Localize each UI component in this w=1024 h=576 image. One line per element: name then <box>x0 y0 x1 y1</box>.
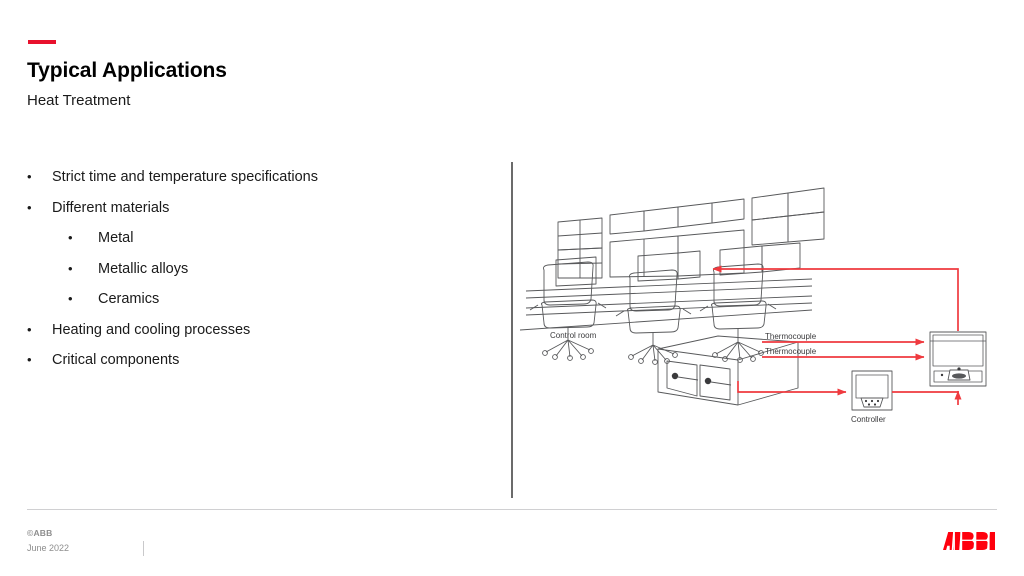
recorder-display <box>929 331 987 387</box>
abb-logo <box>943 530 997 552</box>
list-item-label: Metal <box>98 230 134 246</box>
page-subtitle: Heat Treatment <box>27 92 131 109</box>
bullet-list: • Strict time and temperature specificat… <box>27 162 477 376</box>
bullet-icon: • <box>27 199 32 215</box>
list-item-label: Ceramics <box>98 291 160 307</box>
bullet-icon: • <box>68 230 73 245</box>
control-desk <box>519 278 813 331</box>
bullet-icon: • <box>27 352 32 367</box>
controller-device <box>851 370 893 411</box>
office-chair <box>699 263 777 363</box>
furnace-oven <box>657 335 799 406</box>
video-wall-right <box>751 187 825 246</box>
list-item-label: Different materials <box>52 199 170 216</box>
list-item: • Heating and cooling processes <box>27 315 477 346</box>
video-wall-left <box>557 217 603 279</box>
list-item: • Critical components <box>27 345 477 376</box>
accent-dash <box>28 40 56 44</box>
bullet-icon: • <box>27 321 32 337</box>
signal-path-controller-to-recorder <box>892 391 959 393</box>
page-title: Typical Applications <box>27 59 227 82</box>
list-item-label: Metallic alloys <box>98 260 189 277</box>
list-item-label: Critical components <box>52 352 180 368</box>
office-chair <box>529 261 607 361</box>
footer-date: June 2022 <box>27 543 70 553</box>
label-thermocouple-lower: Thermocouple <box>765 347 817 356</box>
bullet-icon: • <box>68 291 73 306</box>
signal-path-furnace-to-controller <box>737 381 847 396</box>
list-item: • Metal <box>27 223 477 254</box>
footer-tick-mark <box>143 541 144 556</box>
label-controller: Controller <box>851 415 886 424</box>
label-thermocouple-upper: Thermocouple <box>765 332 817 341</box>
label-control-room: Control room <box>550 331 597 340</box>
list-item: • Metallic alloys <box>27 254 477 285</box>
list-item: • Ceramics <box>27 284 477 315</box>
heat-treatment-diagram: Control room Thermocouple Thermocouple C… <box>512 160 1024 460</box>
footer-divider <box>27 509 997 510</box>
list-item-label: Strict time and temperature specificatio… <box>52 169 318 185</box>
list-item: • Strict time and temperature specificat… <box>27 162 477 193</box>
footer-copyright: ©ABB <box>27 528 53 538</box>
list-item-label: Heating and cooling processes <box>52 321 251 338</box>
content-divider <box>511 162 513 498</box>
bullet-icon: • <box>27 169 32 184</box>
signal-path-to-control-room <box>712 265 959 331</box>
bullet-icon: • <box>68 260 73 276</box>
video-wall-top-strip <box>609 198 745 235</box>
list-item: • Different materials <box>27 193 477 224</box>
